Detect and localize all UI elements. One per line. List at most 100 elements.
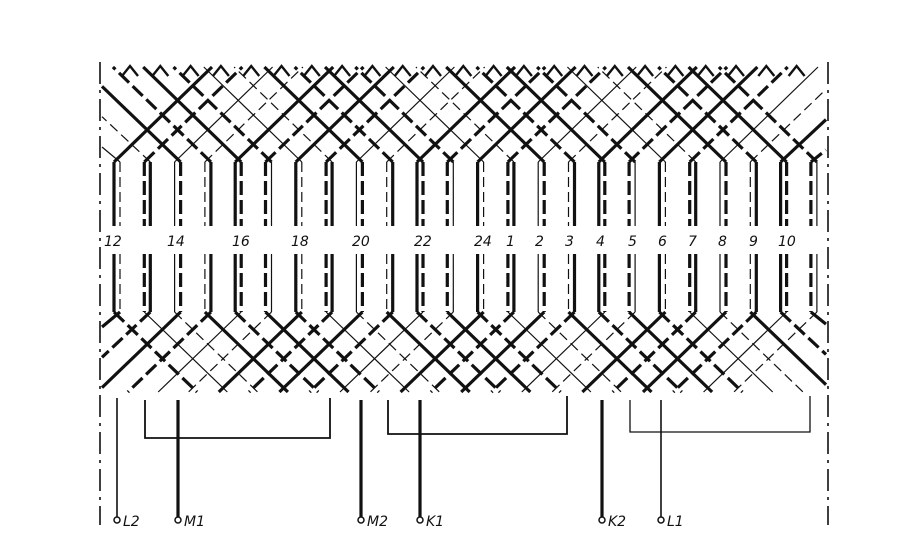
end-connection-line [535,65,637,164]
end-connection-head [272,64,291,77]
end-connection-head [302,64,321,77]
slot-number: 20 [352,234,370,250]
slot-number: 24 [474,234,492,250]
end-connection-line [415,65,517,164]
end-connection-line [101,116,151,163]
terminal-label-m2: M2 [367,514,388,530]
end-connection-line [385,66,485,163]
end-connection-line [263,65,364,164]
end-connection-head [333,64,352,77]
end-connection-line [445,65,546,164]
slot-number: 12 [104,234,122,250]
end-connection-line [247,310,334,394]
end-connection-line [354,65,455,164]
end-connection-head [545,64,564,77]
end-connection-line [325,311,410,393]
terminal-dot [657,516,665,524]
slot-number: 1 [506,234,515,250]
end-connection-line [641,310,728,394]
end-connection-line [537,311,622,393]
slot-number: 22 [414,234,432,250]
end-connection-head [514,64,533,77]
end-connection-head [757,64,776,77]
end-connection-line [308,310,394,394]
end-connection-line [234,65,335,164]
end-connection-line [551,311,636,393]
end-connection-line [717,65,819,164]
slot-number: 7 [688,234,697,250]
terminal-dot [357,516,365,524]
slot-number: 6 [658,234,667,250]
slot-number: 14 [167,234,185,250]
slot-number: 18 [291,234,309,250]
end-connection-line [100,310,152,359]
terminal-label-k1: K1 [426,514,444,530]
end-connection-line [568,66,667,163]
end-connection-line [100,85,182,164]
end-connection-line [672,310,758,394]
slot-number: 3 [565,234,574,250]
end-connection-head [575,64,594,77]
end-connection-line [657,65,758,164]
end-connection-line [203,310,290,394]
slot-number: 2 [535,234,544,250]
end-connection-line [264,310,350,394]
connection-bus [629,396,811,433]
terminal-dot [174,516,182,524]
slot-conductors [112,162,818,312]
end-connection-head [787,64,806,77]
end-connection-line [142,65,243,164]
end-connection-line [687,65,788,164]
end-connection-line [597,65,698,164]
end-connection-line [415,310,502,394]
end-connection-line [293,65,394,164]
end-connection-line [475,65,576,164]
terminal-labels: L2 M1 M2 K1 K2 L1 [113,514,684,530]
end-connection-head [121,64,139,77]
terminal-label-k2: K2 [608,514,626,530]
slot-number: 9 [749,234,758,250]
end-connection-line [566,66,666,163]
end-connection-head [363,64,382,77]
terminal-label-m1: M1 [184,514,205,530]
slot-number: 4 [596,234,605,250]
end-connection-line [100,310,182,389]
upper-end-connections [100,64,828,164]
terminal-dot [416,516,424,524]
end-connection-line [415,66,515,163]
end-connection-line [597,310,683,394]
end-connection-head [484,64,503,77]
end-connection-line [385,310,471,394]
end-connection-line [749,88,827,163]
end-connection-line [174,311,259,393]
end-connection-line [476,310,562,394]
end-connection-head [393,64,412,77]
slot-number-labels: 12 14 16 18 20 22 24 1 2 3 4 5 6 7 8 9 1… [104,234,796,250]
end-connection-head [666,64,685,77]
end-connection-line [233,66,333,163]
end-connection-line [446,310,532,394]
end-connection-line [278,310,364,394]
end-connection-line [217,310,303,394]
end-connection-line [809,310,828,326]
end-connection-line [369,311,454,393]
end-connection-head [424,64,442,77]
end-connection-line [323,65,425,164]
end-connection-line [779,118,828,164]
end-connection-line [339,311,424,393]
end-connection-head [181,64,200,77]
end-connection-head [605,64,624,77]
connection-bus [144,398,331,439]
end-connection-line [490,310,576,394]
slot-number: 16 [232,234,250,250]
end-connection-head [727,64,745,77]
end-connection-line [733,311,818,393]
slot-number: 10 [778,234,796,250]
end-connection-line [234,310,320,394]
end-connection-line [567,310,653,394]
end-connection-line [111,65,213,164]
end-connection-line [689,311,774,393]
end-connection-line [203,66,303,163]
terminal-label-l2: L2 [123,514,140,530]
